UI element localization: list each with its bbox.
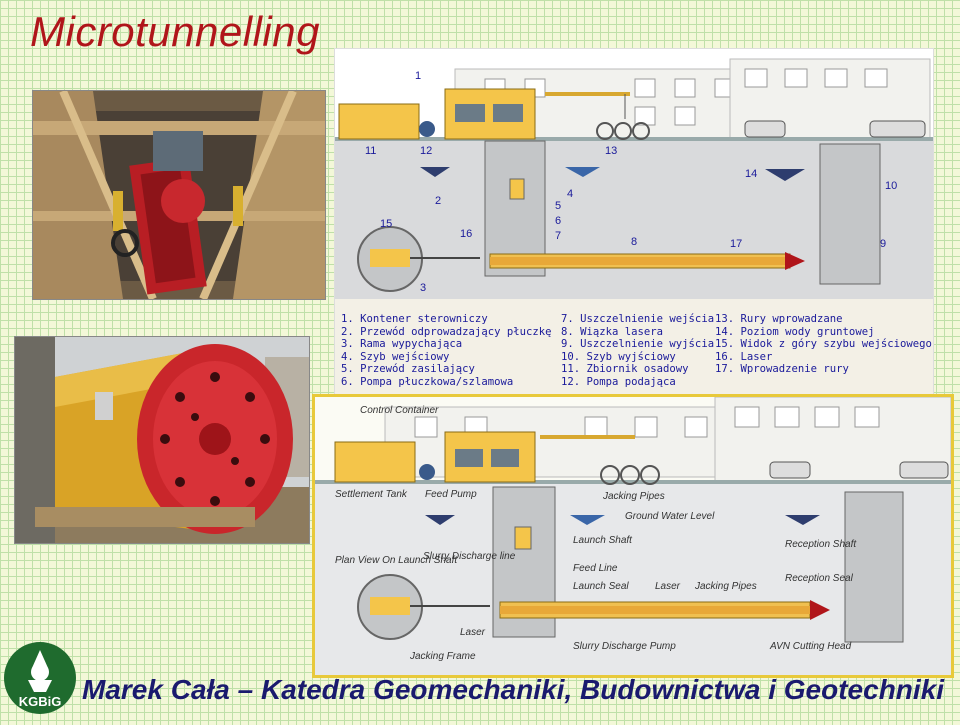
num-8: 8 [631,236,637,248]
label-laser-mid: Laser [655,581,681,592]
legend-col-3: 13. Rury wprowadzane 14. Poziom wody gru… [715,313,932,376]
label-ground-water: Ground Water Level [625,511,715,522]
num-12: 12 [420,145,432,157]
legend-item: 10. Szyb wyjściowy [561,350,676,363]
legend-item: 13. Rury wprowadzane [715,313,843,325]
label-jacking-frame: Jacking Frame [409,651,476,662]
legend-item: 3. Rama wypychająca [341,338,463,351]
num-17: 17 [730,238,742,250]
num-11: 11 [365,145,376,157]
legend-item: 11. Zbiornik osadowy [561,363,689,376]
num-14: 14 [745,168,757,180]
num-10: 10 [885,180,897,192]
page-title: Microtunnelling [30,8,320,55]
legend-item: 17. Wprowadzenie rury [715,363,849,376]
num-3: 3 [420,282,426,294]
label-plan-view: Plan View On Launch Shaft [335,555,458,566]
legend-item: 7. Uszczelnienie wejścia [561,313,715,325]
launch-shaft-photo [32,90,326,300]
num-16: 16 [460,228,472,240]
num-13: 13 [605,145,617,157]
footer-author-line: Marek Cała – Katedra Geomechaniki, Budow… [82,674,945,705]
logo-text: KGBiG [19,694,62,709]
label-settlement-tank: Settlement Tank [335,489,408,500]
legend-col-2: 7. Uszczelnienie wejścia 8. Wiązka laser… [561,313,714,389]
microtunnelling-diagram-pl: 1 2 3 4 5 6 7 8 9 10 11 12 13 14 15 16 1… [334,48,934,404]
label-launch-shaft: Launch Shaft [573,535,633,546]
legend-col-1: 1. Kontener sterowniczy 2. Przewód odpro… [341,313,551,389]
num-7: 7 [555,230,561,242]
label-launch-seal: Launch Seal [573,581,629,592]
num-6: 6 [555,215,561,227]
microtunnelling-diagram-en: Control Container Settlement Tank Feed P… [312,394,954,678]
num-5: 5 [555,200,561,212]
legend-item: 12. Pompa podająca [561,375,676,388]
label-feed-pump: Feed Pump [425,489,477,500]
legend-item: 4. Szyb wejściowy [341,350,450,363]
label-feed-line: Feed Line [573,563,618,574]
legend-item: 15. Widok z góry szybu wejściowego [715,338,932,351]
label-laser-low: Laser [460,627,486,638]
num-4: 4 [567,188,573,200]
num-1: 1 [415,70,421,82]
legend-item: 8. Wiązka lasera [561,325,664,338]
label-control-container: Control Container [360,405,439,416]
num-15: 15 [380,218,392,230]
label-reception-seal: Reception Seal [785,573,854,584]
label-avn-head: AVN Cutting Head [769,641,852,652]
legend-item: 16. Laser [715,350,773,363]
diagram-legend: 1. Kontener sterowniczy 2. Przewód odpro… [335,299,933,403]
num-2: 2 [435,195,441,207]
label-jacking-pipes-top: Jacking Pipes [602,491,665,502]
legend-item: 2. Przewód odprowadzający płuczkę [341,325,552,338]
num-9: 9 [880,238,886,250]
label-jacking-pipes-mid: Jacking Pipes [694,581,757,592]
label-reception-shaft: Reception Shaft [785,539,857,550]
legend-item: 1. Kontener sterowniczy [341,313,488,325]
kgbig-logo: KGBiG [0,640,80,720]
tbm-cutting-head-photo [14,336,310,544]
label-slurry-pump: Slurry Discharge Pump [573,641,676,652]
legend-item: 14. Poziom wody gruntowej [715,325,875,338]
label-slurry-discharge-line: Slurry Discharge line [423,551,516,562]
legend-item: 5. Przewód zasilający [341,363,475,376]
legend-item: 9. Uszczelnienie wyjścia [561,338,715,351]
legend-item: 6. Pompa płuczkowa/szlamowa [341,375,514,388]
